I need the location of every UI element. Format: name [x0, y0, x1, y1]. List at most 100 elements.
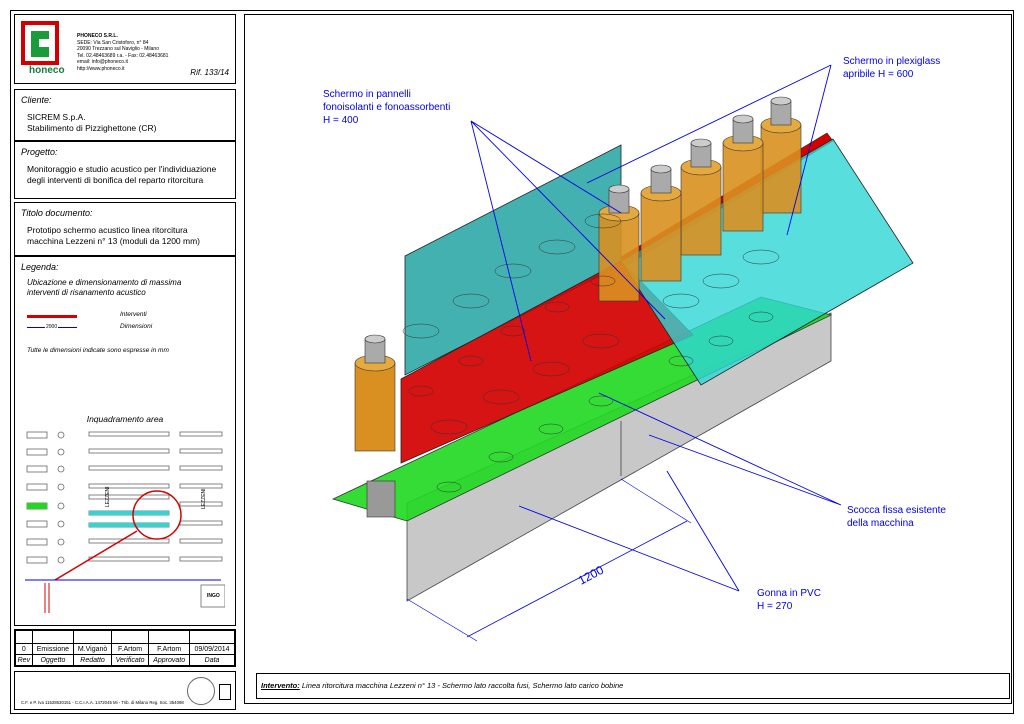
legend-sub1: Ubicazione e dimensionamento di massima	[27, 278, 182, 287]
spindle	[598, 184, 640, 302]
spindle-outline	[430, 419, 468, 435]
drawing-frame	[10, 10, 1014, 714]
spindle	[354, 334, 396, 452]
legend-note: Tutte le dimensioni indicate sono espres…	[27, 347, 169, 354]
spindle-outline	[494, 263, 532, 279]
legend-item-dimensioni: Dimensioni	[120, 323, 153, 330]
spindle-outline	[532, 361, 570, 377]
rev-approvato: F.Artom	[148, 643, 191, 655]
doc-title-line2: macchina Lezzeni n° 13 (moduli da 1200 m…	[27, 236, 201, 246]
rev-verificato: F.Artom	[110, 643, 150, 655]
spindle	[680, 138, 722, 256]
doc-title-section: Titolo documento: Prototipo schermo acus…	[14, 202, 236, 256]
intervention-label: Intervento:	[261, 681, 300, 690]
spindle	[760, 96, 802, 214]
rev-header-rev: Rev	[15, 654, 33, 666]
company-phone: Tel. 02.48463689 r.a. - Fax: 02.48463681	[77, 52, 169, 59]
project-section: Progetto: Monitoraggio e studio acustico…	[14, 141, 236, 199]
legend-section: Legenda: Ubicazione e dimensionamento di…	[14, 256, 236, 626]
area-lezzeni-label-1: LEZZENI	[105, 486, 111, 507]
client-name: SICREM S.p.A.	[27, 112, 86, 122]
label-gonna-2: H = 270	[757, 601, 793, 612]
doc-title-line1: Prototipo schermo acustico linea ritorci…	[27, 225, 188, 235]
label-panel-1: Schermo in pannelli	[323, 89, 411, 100]
rev-header-approvato: Approvato	[148, 654, 191, 666]
footer-legal: C.F. e P. Iva 11528630151 - C.C.I.A.A. 1…	[21, 700, 184, 705]
area-map: LEZZENI LEZZENI INGO	[25, 427, 226, 615]
spindle-bottom	[366, 480, 396, 518]
spindle-outline	[662, 293, 700, 309]
spindles-group	[354, 96, 802, 518]
client-title: Cliente:	[21, 95, 52, 105]
spindle-outline	[668, 355, 694, 367]
rev-data: 09/09/2014	[189, 643, 235, 655]
rev-number: 0	[15, 643, 33, 655]
spindle	[640, 164, 682, 282]
drawing-panel: Schermo in plexiglass apribile H = 600 S…	[244, 14, 1012, 704]
area-title: Inquadramento area	[86, 414, 164, 424]
spindle-outline	[590, 275, 616, 287]
spindle-outline	[488, 451, 514, 463]
spindle-outline	[402, 323, 440, 339]
spindle-outline	[500, 325, 526, 337]
spindle-outline	[538, 423, 564, 435]
phoneco-logo: honeco	[21, 21, 69, 77]
rev-oggetto: Emissione	[31, 643, 75, 655]
legend-dim-value: 2000	[45, 324, 59, 331]
company-address1: SEDE: Via San Cristoforo, n° 84	[77, 39, 149, 46]
legend-sub2: interventi di risanamento acustico	[27, 288, 146, 297]
rev-header-data: Data	[189, 654, 235, 666]
client-section: Cliente: SICREM S.p.A. Stabilimento di P…	[14, 89, 236, 141]
intervention-text: Linea ritorcitura macchina Lezzeni n° 13…	[301, 681, 624, 690]
header-block: honeco PHONECO S.R.L. SEDE: Via San Cris…	[14, 14, 236, 84]
logo-text: honeco	[29, 65, 65, 76]
project-line2: degli interventi di bonifica del reparto…	[27, 175, 204, 185]
company-web: http://www.phoneco.it	[77, 65, 125, 72]
area-lezzeni-label-2: LEZZENI	[201, 488, 207, 509]
company-email: email: info@phoneco.it	[77, 59, 128, 65]
rev-header-oggetto: Oggetto	[31, 654, 75, 666]
spindle-outline	[708, 335, 734, 347]
client-site: Stabilimento di Pizzighettone (CR)	[27, 123, 157, 133]
project-title: Progetto:	[21, 147, 58, 157]
label-plexi-2: apribile H = 600	[843, 69, 914, 80]
dim-line	[466, 520, 688, 638]
rev-redatto: M.Viganò	[73, 643, 112, 655]
doc-title-label: Titolo documento:	[21, 208, 93, 218]
spindle-outline	[544, 301, 570, 313]
spindle-outline	[538, 239, 576, 255]
spindle-outline	[748, 311, 774, 323]
certification-mark	[219, 684, 231, 700]
legend-red-line	[27, 315, 77, 318]
legend-item-interventi: Interventi	[120, 311, 147, 318]
footer-block: C.F. e P. Iva 11528630151 - C.C.I.A.A. 1…	[14, 671, 236, 710]
ref-number: Rif. 133/14	[190, 68, 229, 77]
spindle	[722, 114, 764, 232]
spindle-outline	[408, 385, 434, 397]
label-gonna-1: Gonna in PVC	[757, 588, 821, 599]
spindle-outline	[582, 333, 620, 349]
company-address2: 20090 Trezzano sul Naviglio - Milano	[77, 46, 159, 52]
spindle-outline	[584, 213, 622, 229]
label-scocca-2: della macchina	[847, 518, 914, 529]
label-scocca-1: Scocca fissa esistente	[847, 505, 946, 516]
company-name: PHONECO S.R.L.	[77, 33, 118, 39]
spindle-outline	[742, 249, 780, 265]
rev-header-redatto: Redatto	[73, 654, 112, 666]
label-panel-2: fonoisolanti e fonoassorbenti	[323, 102, 450, 113]
spindle-outline	[588, 395, 614, 407]
spindle-outline	[482, 389, 520, 405]
revision-table: 0 Emissione M.Viganò F.Artom F.Artom 09/…	[14, 629, 236, 667]
spindle-outline	[702, 273, 740, 289]
legend-title: Legenda:	[21, 262, 59, 272]
label-plexi-1: Schermo in plexiglass	[843, 56, 940, 67]
spindle-outline	[458, 355, 484, 367]
spindle-outline	[436, 481, 462, 493]
intervention-note: Intervento: Linea ritorcitura macchina L…	[256, 673, 1010, 699]
rev-header-verificato: Verificato	[110, 654, 150, 666]
certification-seal	[187, 677, 215, 705]
label-panel-3: H = 400	[323, 115, 359, 126]
isometric-drawing: Schermo in plexiglass apribile H = 600 S…	[323, 56, 946, 642]
area-box-label: INGO	[207, 593, 220, 599]
project-line1: Monitoraggio e studio acustico per l'ind…	[27, 164, 217, 174]
